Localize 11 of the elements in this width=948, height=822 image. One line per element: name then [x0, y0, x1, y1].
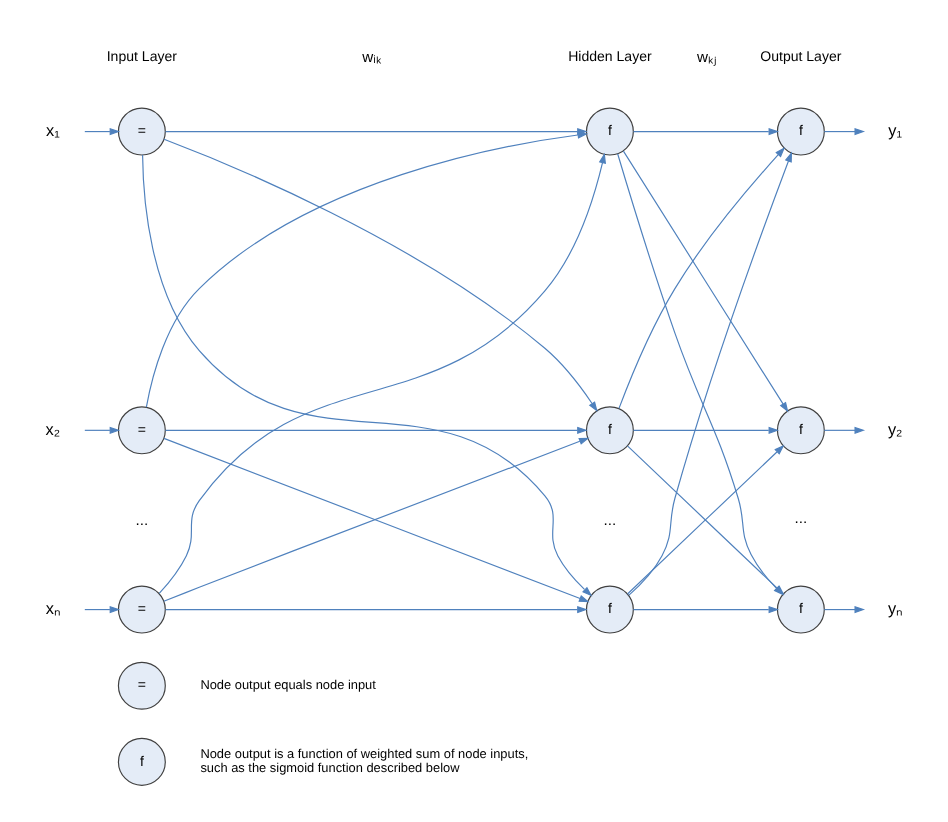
arrow: [823, 605, 866, 614]
arrow: [632, 605, 780, 614]
arrow: [823, 426, 866, 435]
arrow: [823, 127, 866, 136]
arrow: [84, 426, 121, 435]
arrow: [164, 605, 588, 614]
arrow: [84, 127, 121, 136]
arrow: [84, 605, 121, 614]
arrow: [164, 426, 588, 435]
arrow: [632, 127, 780, 136]
arrow: [632, 426, 780, 435]
